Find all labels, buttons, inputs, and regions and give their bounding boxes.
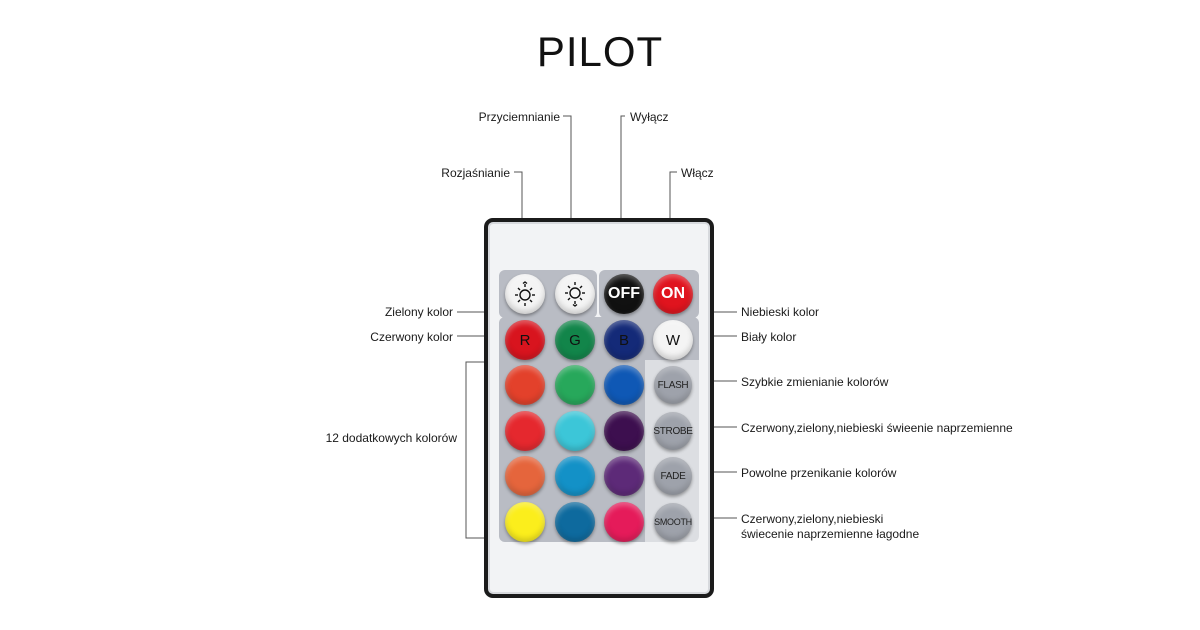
flash-button-label: FLASH bbox=[657, 379, 689, 391]
on-button-label: ON bbox=[661, 285, 685, 302]
strobe-button[interactable]: STROBE bbox=[653, 412, 693, 450]
green-button-label: G bbox=[569, 331, 581, 349]
color-button-2-1[interactable] bbox=[505, 411, 545, 451]
smooth-button-label: SMOOTH bbox=[654, 517, 692, 527]
color-button-1-1[interactable] bbox=[505, 365, 545, 405]
label-smooth-line2: świecenie naprzemienne łagodne bbox=[741, 527, 920, 541]
flash-button[interactable]: FLASH bbox=[654, 366, 692, 404]
sun-down-icon bbox=[565, 282, 585, 307]
label-fade: Powolne przenikanie kolorów bbox=[741, 466, 897, 480]
label-smooth-line1: Czerwony,zielony,niebieski bbox=[741, 512, 884, 526]
label-zielony: Zielony kolor bbox=[384, 305, 453, 319]
color-button-1-3[interactable] bbox=[604, 365, 644, 405]
strobe-button-label: STROBE bbox=[653, 425, 693, 437]
label-wylacz: Wyłącz bbox=[630, 110, 669, 124]
dim-button[interactable] bbox=[555, 274, 595, 314]
white-button[interactable]: W bbox=[653, 320, 693, 360]
fade-button-label: FADE bbox=[660, 470, 686, 482]
on-button[interactable]: ON bbox=[653, 274, 693, 314]
color-button-4-1[interactable] bbox=[505, 502, 545, 542]
off-button[interactable]: OFF bbox=[604, 274, 644, 314]
label-flash: Szybkie zmienianie kolorów bbox=[741, 375, 889, 389]
color-button-2-3[interactable] bbox=[604, 411, 644, 451]
label-wlacz: Włącz bbox=[681, 166, 714, 180]
label-przyciemnianie: Przyciemnianie bbox=[478, 110, 560, 124]
fade-button[interactable]: FADE bbox=[654, 457, 692, 495]
blue-button[interactable]: B bbox=[604, 320, 644, 360]
page-title: PILOT bbox=[536, 28, 664, 75]
color-button-3-3[interactable] bbox=[604, 456, 644, 496]
label-dodatkowe: 12 dodatkowych kolorów bbox=[325, 431, 457, 445]
smooth-button[interactable]: SMOOTH bbox=[654, 503, 692, 541]
green-button[interactable]: G bbox=[555, 320, 595, 360]
sun-up-icon bbox=[515, 281, 535, 306]
label-strobe: Czerwony,zielony,niebieski świeenie napr… bbox=[741, 421, 1013, 435]
label-bialy: Biały kolor bbox=[741, 330, 797, 344]
color-button-4-2[interactable] bbox=[555, 502, 595, 542]
blue-button-label: B bbox=[618, 331, 629, 349]
red-button[interactable]: R bbox=[505, 320, 545, 360]
remote-control: OFF ON R G B W FLASH STROBE FADE SMOOTH bbox=[484, 218, 714, 598]
brighten-button[interactable] bbox=[505, 274, 545, 314]
off-button-label: OFF bbox=[608, 285, 640, 302]
label-niebieski: Niebieski kolor bbox=[741, 305, 820, 319]
red-button-label: R bbox=[519, 331, 531, 349]
color-button-1-2[interactable] bbox=[555, 365, 595, 405]
color-button-3-1[interactable] bbox=[505, 456, 545, 496]
color-button-3-2[interactable] bbox=[555, 456, 595, 496]
label-czerwony: Czerwony kolor bbox=[370, 330, 453, 344]
label-rozjasnianie: Rozjaśnianie bbox=[441, 166, 510, 180]
color-button-2-2[interactable] bbox=[555, 411, 595, 451]
color-button-4-3[interactable] bbox=[604, 502, 644, 542]
white-button-label: W bbox=[665, 331, 681, 349]
